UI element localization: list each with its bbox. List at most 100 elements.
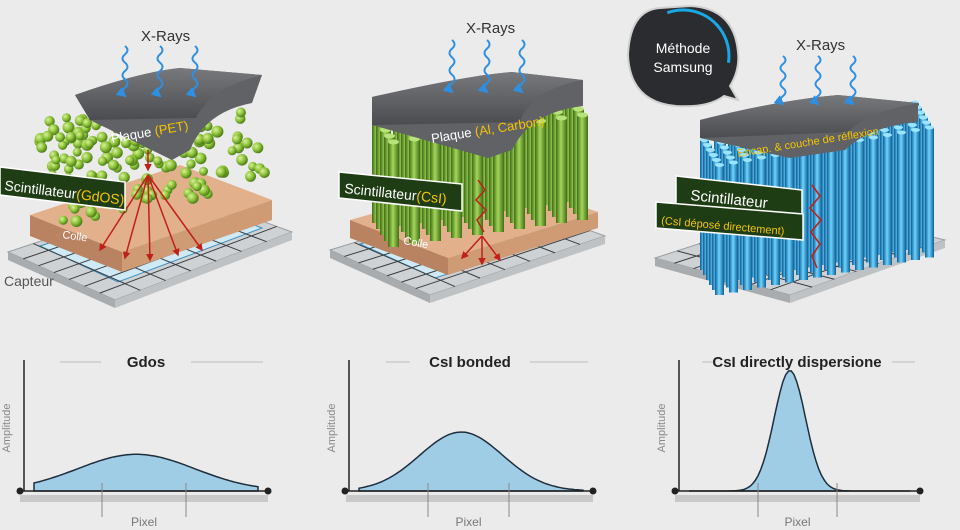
csi-direct-column-top [715,163,724,167]
chart-title: CsI directly dispersione [712,354,881,371]
gdos-particle [99,141,112,154]
csi-direct-column-top [740,153,749,157]
gdos-particle [82,118,93,128]
csi-column-top [556,115,567,121]
gdos-particle [165,159,177,172]
csi-direct-column-top [726,155,735,160]
glue-layer [30,165,272,272]
sensor-label: Capteur [4,273,54,289]
csi-direct-column-top [703,143,712,147]
xray-wave [185,45,199,98]
gdos-particle [215,166,227,178]
csi-direct-column [897,132,906,263]
badge-line2: Samsung [653,59,712,75]
gdos-particle [72,147,82,157]
xray-wave [512,39,526,94]
csi-direct-column-top [897,130,906,135]
csi-direct-column [911,130,920,260]
gdos-particle [252,142,264,154]
gdos-particle [142,193,153,204]
csi-column [535,121,546,226]
gdos-particle [231,134,243,145]
csi-direct-column-top [925,125,934,130]
light-guide-arrow [808,184,823,269]
gdos-particle [160,190,171,201]
csi-column-top [384,133,395,139]
gdos-particle [166,179,177,190]
gdos-particle [75,131,85,141]
csi-direct-column-top [880,128,889,132]
encapsulation-plate [700,95,918,158]
scintillator-tag [338,171,463,212]
gdos-particle [125,155,135,165]
gdos-particle [62,121,75,134]
axis-end-dot [916,487,924,495]
gdos-particle [84,138,95,149]
gdos-particle [235,107,246,118]
xray-wave [150,45,164,98]
gdos-particle [192,181,202,192]
xray-wave [773,55,787,106]
gdos-particle [118,171,130,183]
csi-direct-column [925,127,934,258]
xray-label: X-Rays [141,28,190,45]
scintillator-label: Scintillateur(CsI) [344,180,448,207]
gdos-particle [97,156,108,166]
csi-direct-column-top [883,133,892,137]
scintillator-tag [655,175,804,241]
plate-label: Plaque (PET) [110,118,189,146]
csi-direct-column-top [919,115,928,120]
grid-line [354,242,456,288]
xray-waves [442,39,526,94]
grid-line [33,243,141,291]
axis-end-dot [264,487,272,495]
scintillator-tag [0,166,126,211]
gdos-particle [96,131,108,143]
xray-label: X-Rays [466,20,515,37]
gdos-particle [51,155,61,165]
gdos-particle [153,156,163,166]
csi-column [514,124,525,229]
gdos-particle [62,113,71,123]
csi-direct-column-top [922,120,931,125]
csi-direct-column-top [869,135,878,140]
gdos-particle [194,152,207,165]
grid-line [415,230,591,290]
badge-line1: Méthode [656,40,711,56]
csi-direct-column-top [729,160,738,165]
axis-end-dot [341,487,349,495]
xray-wave [442,39,456,94]
csi-column [577,115,588,220]
gdos-particle [236,154,248,166]
light-guide-arrows [460,179,501,266]
gdos-particle [108,159,119,171]
y-axis-label: Amplitude [1,404,13,453]
csi-column [472,130,483,235]
panel-csi-bonded: Colle Plaque (Al, Carbon) Scintillateur(… [328,20,607,303]
gdos-particle [245,170,256,182]
gdos-particle [120,137,132,149]
csi-direct-column-top [757,155,766,160]
light-scatter-arrows [99,150,203,262]
x-axis-label: Pixel [455,515,481,529]
gdos-particle [36,142,48,153]
csi-column-top [577,112,588,118]
csi-direct-column-top [712,158,721,162]
gdos-particle [186,159,196,169]
gdos-particle [44,116,55,127]
gdos-particle [241,137,253,149]
x-axis-label: Pixel [784,515,810,529]
x-axis-label: Pixel [131,515,157,529]
csi-direct-column-top [720,145,729,150]
gdos-particle [65,155,77,167]
csi-direct-column [883,135,892,265]
csi-direct-column-top [894,125,903,130]
xray-label: X-Rays [796,37,845,54]
csi-column [493,127,504,232]
axis-end-dot [16,487,24,495]
